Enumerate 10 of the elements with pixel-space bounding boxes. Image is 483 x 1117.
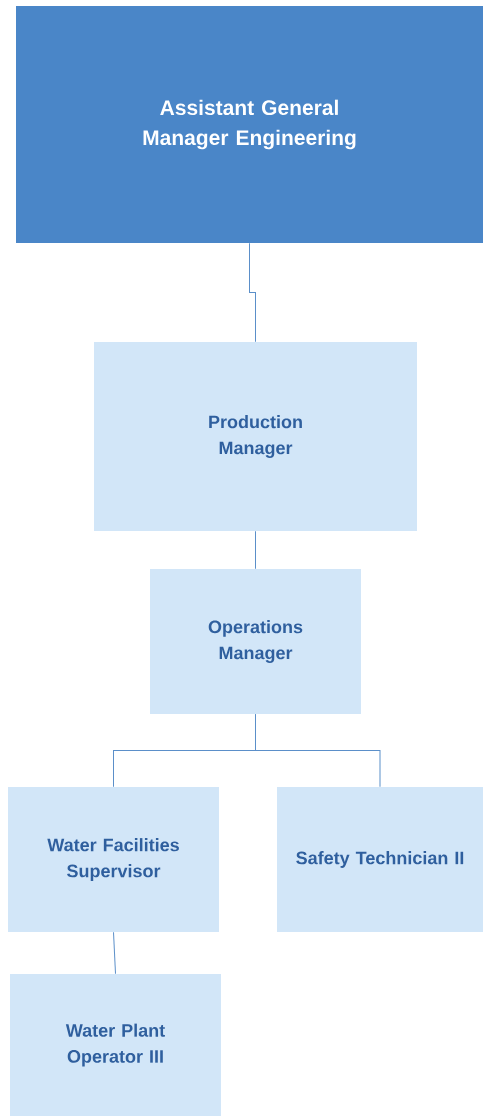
title-box: Assistant General Manager Engineering [16,6,483,243]
position-box: Operations Manager [150,569,361,714]
position-box: Safety Technician II [277,787,483,932]
position-box: Production Manager [94,342,417,531]
position-box: Water Plant Operator III [10,974,221,1116]
connector-line [113,931,116,975]
connector-line [249,242,256,343]
connector-line [255,530,256,570]
position-box: Water Facilities Supervisor [8,787,219,932]
connector-line [255,713,381,788]
